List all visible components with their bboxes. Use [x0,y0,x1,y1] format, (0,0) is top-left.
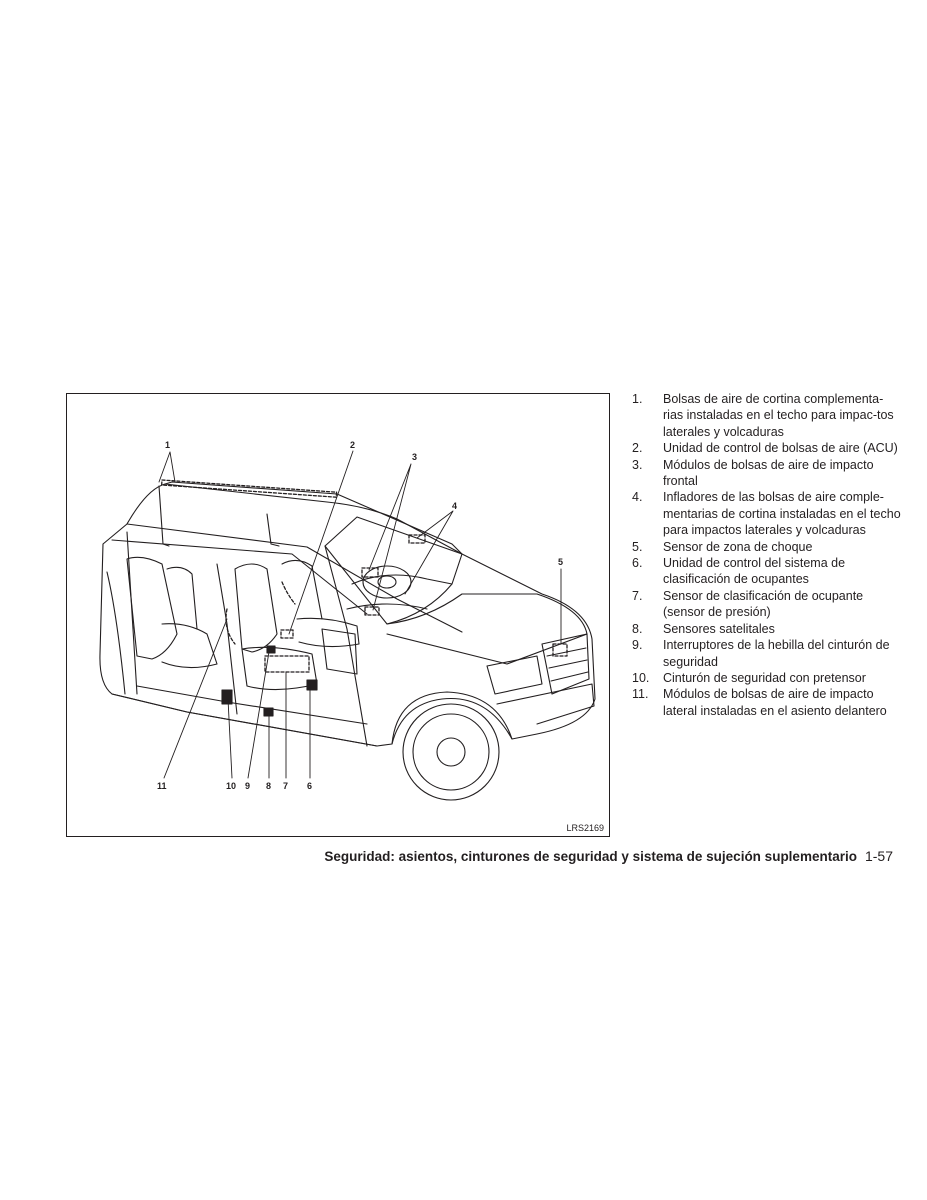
buckle-switch [266,645,276,654]
legend-item: 9. Interruptores de la hebilla del cintur… [632,637,902,670]
inflator [408,534,426,544]
page-footer: Seguridad: asientos, cinturones de segur… [324,848,893,864]
legend-number: 1. [632,392,643,406]
a-pillar [324,545,368,747]
front-wheel [402,703,500,801]
legend-item: 2. Unidad de control de bolsas de aire (A… [632,440,902,456]
rear-seat [126,556,178,660]
legend-number: 2. [632,441,643,456]
callout-3: 3 [412,452,418,462]
seat-side-airbag [225,608,236,645]
callout-6: 6 [307,781,313,791]
dashboard [351,574,453,585]
occupant-sensor [264,655,310,673]
legend-item: 7. Sensor de clasificación de ocupante (s… [632,588,902,621]
legend-item: 1. Bolsas de aire de cortina complementa-… [632,391,902,440]
callout-9: 9 [245,781,251,791]
figure-code: LRS2169 [566,823,604,833]
legend-text: Módulos de bolsas de aire de impacto lat… [663,687,887,718]
legend-text: Sensores satelitales [663,621,775,636]
legend-number: 6. [632,556,643,571]
satellite-sensor [263,707,274,717]
legend-number: 10. [632,670,650,685]
section-title: Seguridad: asientos, cinturones de segur… [324,849,857,864]
passenger-seat [281,559,323,620]
legend-number: 3. [632,457,643,472]
roof-curtain-airbag [161,479,338,498]
seatbelt-pretensioner [221,689,233,705]
legend-number: 11. [632,687,649,702]
hood [386,593,588,665]
legend-text: Infladores de las bolsas de aire comple-… [663,490,901,538]
grille [541,633,590,695]
legend-text: Cinturón de seguridad con pretensor [663,670,866,685]
callout-4: 4 [452,501,458,511]
vehicle-illustration [99,450,596,801]
airbag-diagram: 1 2 3 4 5 11 10 9 8 7 6 LRS2169 [66,393,610,837]
legend-item: 5. Sensor de zona de choque [632,539,902,555]
callout-11: 11 [157,781,167,791]
legend-item: 10. Cinturón de seguridad con pretensor [632,670,902,686]
legend-item: 3. Módulos de bolsas de aire de impacto f… [632,457,902,490]
legend-number: 9. [632,638,643,653]
page-number: 1-57 [864,848,893,864]
legend-number: 8. [632,621,643,636]
door-line [126,531,138,695]
legend-item: 6. Unidad de control del sistema de clasi… [632,555,902,588]
driver-seat [234,563,278,653]
windshield [324,516,463,625]
truck-body [99,483,596,747]
component-legend: 1. Bolsas de aire de cortina complementa-… [632,391,902,719]
callout-7: 7 [283,781,289,791]
ocs-control-unit [306,679,318,691]
roof-rail [126,523,463,633]
legend-text: Bolsas de aire de cortina complementa-ri… [663,392,894,439]
legend-text: Interruptores de la hebilla del cinturón… [663,638,890,669]
legend-item: 11. Módulos de bolsas de aire de impacto … [632,686,902,719]
callout-1: 1 [165,440,171,450]
front-wheel-arch [391,691,513,745]
callout-2: 2 [350,440,356,450]
crash-zone-sensor [552,643,568,657]
headlight [486,655,543,695]
b-pillar [216,563,238,715]
legend-number: 4. [632,490,643,505]
legend-item: 8. Sensores satelitales [632,621,902,637]
callout-8: 8 [266,781,272,791]
legend-text: Unidad de control del sistema de clasifi… [663,556,846,587]
steering-wheel [362,565,412,599]
legend-text: Sensor de clasificación de ocupante (sen… [663,588,864,620]
acu-unit [280,629,294,639]
legend-number: 5. [632,539,643,554]
callout-10: 10 [226,781,237,791]
legend-text: Unidad de control de bolsas de aire (ACU… [663,441,898,456]
callout-5: 5 [558,557,564,567]
legend-number: 7. [632,588,643,603]
legend-item: 4. Infladores de las bolsas de aire compl… [632,489,902,538]
legend-text: Módulos de bolsas de aire de impacto fro… [663,457,874,489]
legend-text: Sensor de zona de choque [663,539,813,554]
